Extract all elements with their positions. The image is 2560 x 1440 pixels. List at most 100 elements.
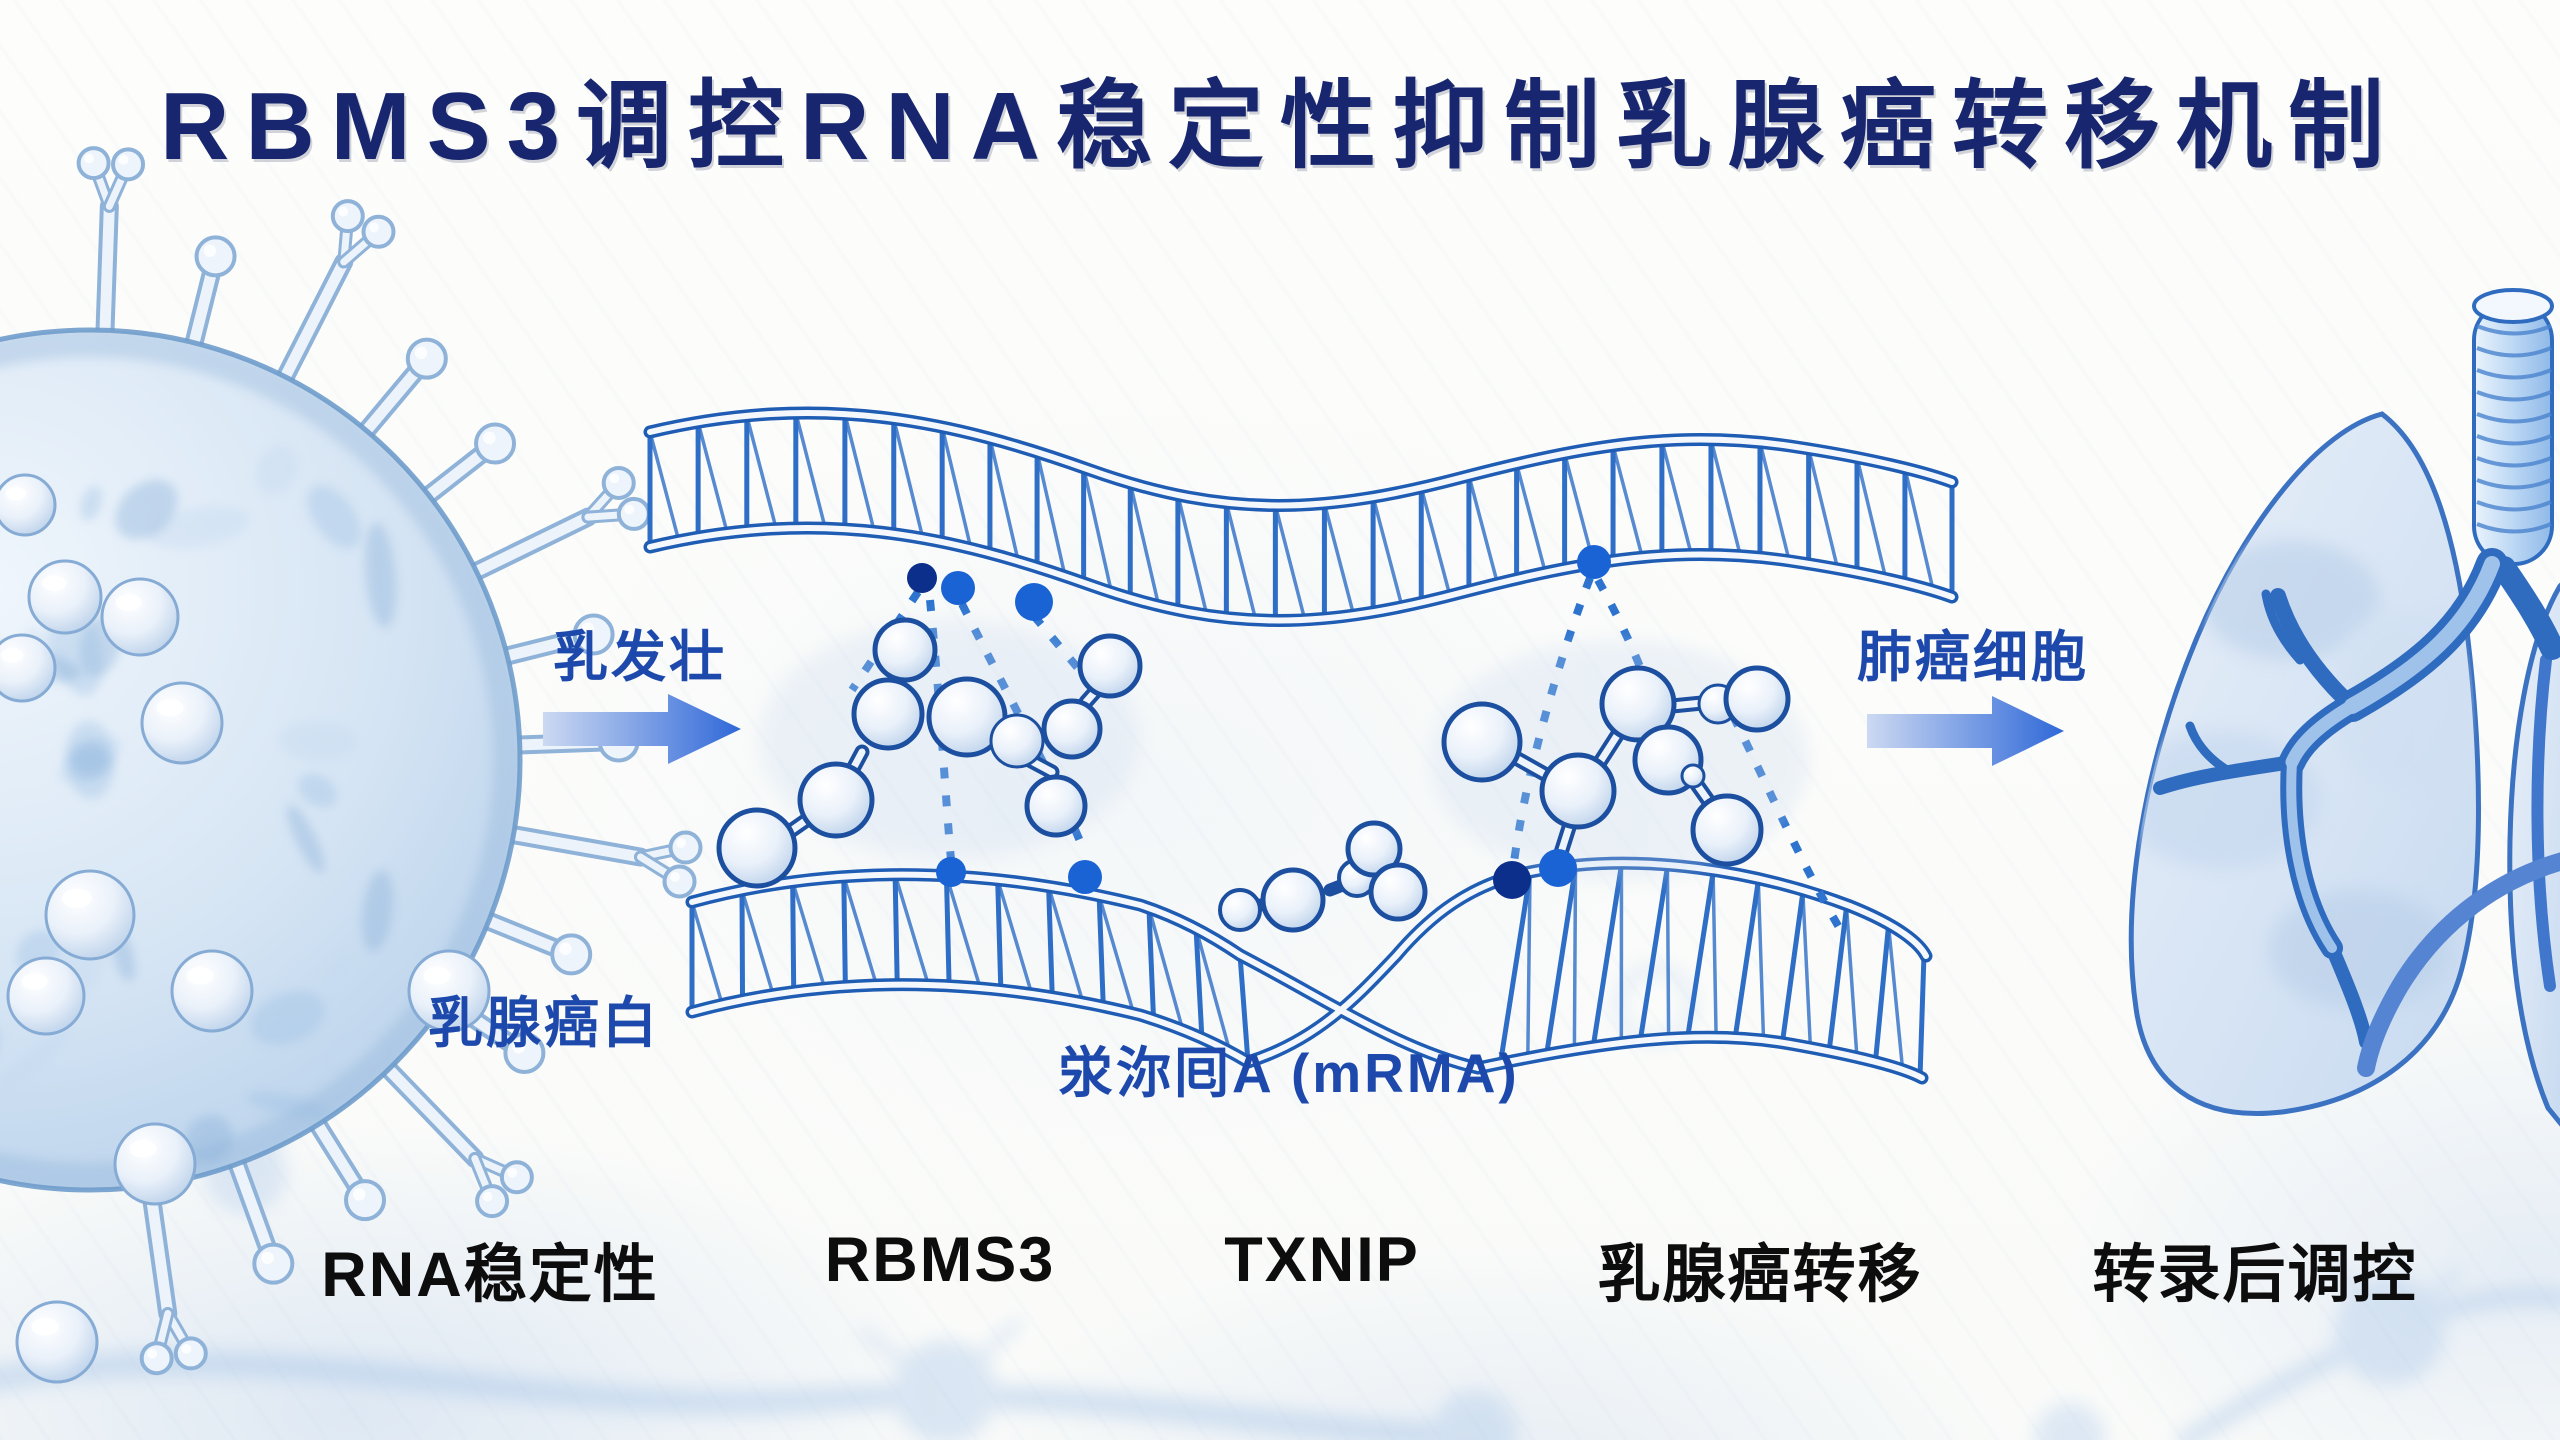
ladder-rung: [1543, 866, 1578, 1057]
vesicle-sphere: [44, 869, 136, 961]
cell-vesicle-spheres: [0, 473, 491, 1384]
ladder-rung: [1081, 467, 1114, 593]
ladder-rung: [1562, 453, 1596, 564]
molecule-sphere: [797, 761, 875, 839]
ladder-rung: [1756, 880, 1766, 1041]
binding-dot-icon: [1068, 860, 1102, 894]
ladder-rung: [1855, 457, 1888, 580]
bronchial-tree: [2153, 548, 2560, 1077]
molecule-sphere: [1723, 665, 1791, 733]
binding-dot-icon: [1577, 545, 1611, 579]
ladder-rung: [1732, 880, 1761, 1039]
ladder-rung: [1467, 475, 1500, 584]
ladder-rung: [1497, 873, 1533, 1067]
ladder-rung: [1872, 925, 1892, 1063]
vesicle-sphere: [0, 473, 57, 537]
molecule-sphere: [1599, 665, 1677, 743]
ladder-rung: [995, 879, 1004, 991]
texture-blob: [286, 804, 325, 874]
ladder-rung: [1590, 864, 1624, 1048]
ladder-rung: [995, 879, 1034, 995]
ladder-rung: [696, 421, 729, 534]
ladder-rung: [794, 412, 827, 529]
molecule-sphere: [872, 617, 938, 683]
texture-blob: [80, 485, 103, 521]
ladder-rung: [842, 876, 879, 986]
molecule-sphere: [1680, 763, 1706, 789]
ladder-rung: [988, 437, 1021, 562]
molecule-sphere: [1218, 888, 1262, 932]
texture-blob: [64, 721, 116, 799]
ladder-rung: [1273, 505, 1307, 621]
rbms3-molecule-cluster: [716, 617, 1143, 889]
trachea-ring: [2476, 324, 2552, 336]
trachea-ring: [2476, 434, 2552, 446]
binding-dot-icon: [1015, 583, 1053, 621]
binding-dot-icon: [1493, 861, 1531, 899]
vesicle-sphere: [170, 949, 254, 1033]
ladder-rung: [1176, 494, 1209, 616]
texture-blob: [147, 505, 251, 550]
molecule-sphere: [1368, 862, 1428, 922]
ladder-rung: [1237, 954, 1251, 1063]
ladder-rung: [1709, 439, 1743, 557]
mrna-strand-bottom: [685, 856, 1933, 1085]
ladder-rung: [1758, 441, 1791, 562]
vesicle-sphere: [0, 633, 57, 703]
molecule-sphere: [989, 713, 1045, 769]
trachea-ring: [2476, 456, 2552, 468]
ladder-rung: [1801, 892, 1813, 1048]
page-title: RBMS3调控RNA稳定性抑制乳腺癌转移机制: [159, 73, 2401, 180]
trachea-ring: [2476, 368, 2552, 380]
small-molecule-cluster: [1218, 820, 1428, 933]
molecule-sphere: [716, 807, 798, 889]
ladder-rung: [790, 881, 797, 992]
ladder-rung: [843, 413, 876, 532]
trachea-ring: [2476, 522, 2552, 534]
ladder-rung: [893, 874, 931, 986]
texture-blob: [361, 870, 394, 952]
vesicle-sphere: [27, 559, 103, 635]
binding-dot-icon: [1539, 849, 1577, 887]
keyword-rna-stability: RNA稳定性: [321, 1240, 659, 1310]
ladder-rung: [745, 415, 778, 530]
ladder-rung: [841, 876, 848, 987]
ladder-rung: [944, 875, 982, 989]
texture-blob: [256, 446, 297, 495]
ladder-rung: [1096, 895, 1106, 1007]
ladder-rung: [1224, 502, 1258, 621]
background-molecule-watermark: [0, 964, 2560, 1440]
trachea-ring: [2476, 478, 2552, 490]
ladder-rung: [739, 890, 746, 1001]
ladder-rung: [1046, 885, 1085, 1003]
ladder-rung: [1035, 451, 1067, 577]
texture-blob: [0, 1028, 72, 1090]
ladder-rung: [740, 889, 775, 996]
flow-arrow-right: [1867, 696, 2064, 766]
keyword-txnip: TXNIP: [1224, 1225, 1420, 1295]
ladder-rung: [1419, 487, 1452, 597]
ladder-rung: [1660, 440, 1694, 555]
molecule-sphere: [851, 677, 925, 751]
ladder-rung: [1146, 907, 1157, 1020]
lung-illustration: [2128, 288, 2560, 1127]
flow-arrow-left: [543, 694, 741, 764]
trachea: [2472, 288, 2554, 566]
texture-blob: [298, 773, 338, 808]
ladder-rung: [1572, 867, 1578, 1051]
vesicle-sphere: [113, 1122, 197, 1206]
cell-spike: [365, 1045, 534, 1219]
trachea-ring: [2476, 346, 2552, 358]
keyword-breast-cancer-metastasis: 乳腺癌转移: [1597, 1240, 1923, 1310]
cancer-cell-illustration: [0, 146, 703, 1384]
ladder-rung: [690, 901, 724, 1005]
molecule-sphere: [1690, 793, 1764, 867]
texture-blob: [278, 720, 359, 762]
ladder-rung: [1097, 895, 1136, 1014]
texture-blob: [250, 990, 326, 1045]
ladder-rung: [1826, 906, 1850, 1052]
label-mrna: 泶沵囘A (mRMA): [1058, 1042, 1520, 1104]
ladder-rung: [1685, 871, 1716, 1038]
